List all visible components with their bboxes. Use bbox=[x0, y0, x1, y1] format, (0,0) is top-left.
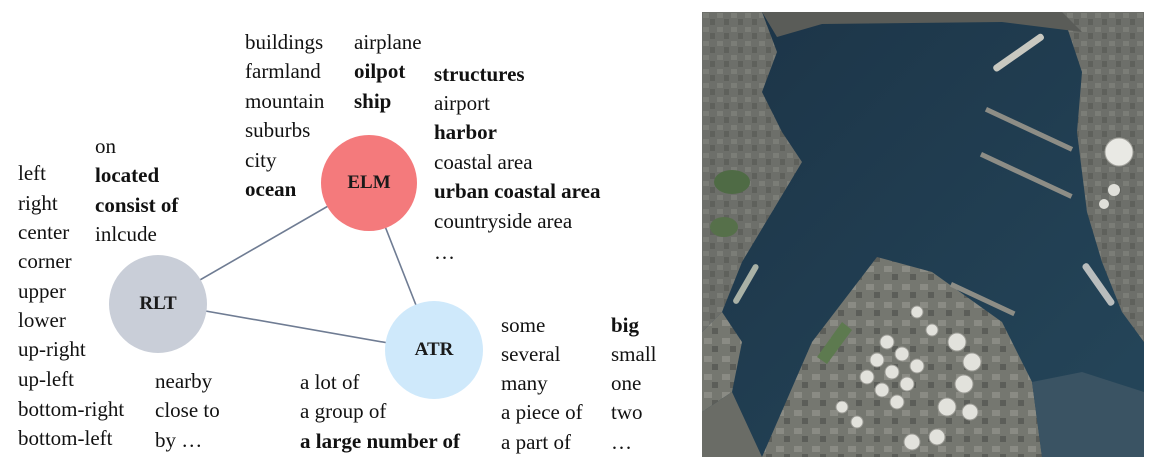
aerial-harbor-drawing bbox=[702, 12, 1144, 457]
atr-word: two bbox=[611, 400, 643, 424]
rlt-word: nearby bbox=[155, 369, 213, 393]
elm-word: airplane bbox=[354, 30, 422, 54]
atr-word: a lot of bbox=[300, 370, 360, 394]
elm-word: city bbox=[245, 148, 277, 172]
elm-word: mountain bbox=[245, 89, 325, 113]
elm-word: … bbox=[434, 240, 455, 264]
elm-word: coastal area bbox=[434, 150, 533, 174]
elm-word: urban coastal area bbox=[434, 179, 601, 203]
rlt-word: inlcude bbox=[95, 222, 157, 246]
rlt-word: on bbox=[95, 134, 116, 158]
elm-word: harbor bbox=[434, 120, 497, 144]
atr-word: several bbox=[501, 342, 561, 366]
rlt-word: bottom-right bbox=[18, 397, 125, 421]
rlt-word: located bbox=[95, 163, 160, 187]
rlt-word: center bbox=[18, 220, 70, 244]
rlt-word: bottom-left bbox=[18, 426, 113, 450]
elm-word: airport bbox=[434, 91, 490, 115]
elm-word: farmland bbox=[245, 59, 321, 83]
concept-graph: ELM RLT ATR buildings farmland mountain … bbox=[18, 30, 657, 454]
atr-word: many bbox=[501, 371, 548, 395]
rlt-word: left bbox=[18, 161, 46, 185]
rlt-node: RLT bbox=[109, 255, 207, 353]
elm-word: oilpot bbox=[354, 59, 406, 83]
rlt-word: upper bbox=[18, 279, 66, 303]
elm-word: ocean bbox=[245, 177, 297, 201]
elm-word: buildings bbox=[245, 30, 324, 54]
atr-node-label: ATR bbox=[414, 339, 454, 360]
elm-word: ship bbox=[354, 89, 392, 113]
rlt-word: consist of bbox=[95, 193, 179, 217]
atr-word: big bbox=[611, 313, 640, 337]
atr-word: a group of bbox=[300, 399, 387, 423]
elm-word: countryside area bbox=[434, 209, 573, 233]
atr-word: … bbox=[611, 430, 632, 454]
aerial-harbor-image bbox=[702, 12, 1144, 457]
rlt-word: lower bbox=[18, 308, 66, 332]
atr-word: a piece of bbox=[501, 400, 583, 424]
elm-node-label: ELM bbox=[347, 172, 391, 193]
atr-word: a part of bbox=[501, 430, 571, 454]
elm-word: structures bbox=[434, 62, 525, 86]
atr-word: one bbox=[611, 371, 642, 395]
rlt-word: up-left bbox=[18, 367, 74, 391]
atr-word: small bbox=[611, 342, 657, 366]
rlt-word: up-right bbox=[18, 337, 86, 361]
rlt-word: by … bbox=[155, 428, 203, 452]
atr-word: a large number of bbox=[300, 429, 461, 453]
elm-node: ELM bbox=[321, 135, 417, 231]
atr-word: some bbox=[501, 313, 546, 337]
elm-word: suburbs bbox=[245, 118, 311, 142]
rlt-word: corner bbox=[18, 249, 72, 273]
rlt-word: close to bbox=[155, 398, 220, 422]
atr-node: ATR bbox=[385, 301, 483, 399]
rlt-node-label: RLT bbox=[139, 293, 177, 314]
rlt-word: right bbox=[18, 191, 58, 215]
